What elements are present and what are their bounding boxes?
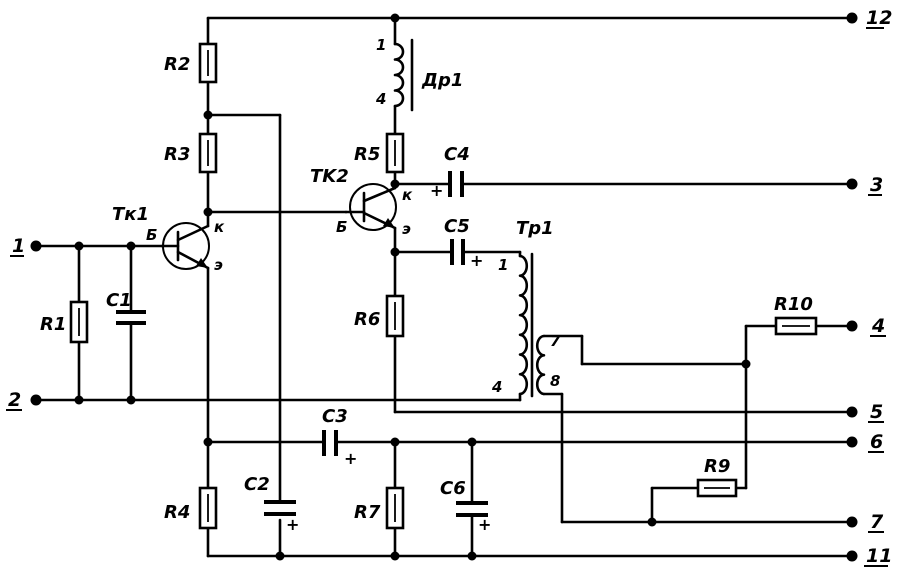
tr1-pin-1: 1 bbox=[498, 256, 508, 274]
label-r2: R2 bbox=[164, 54, 190, 75]
resistor-r3 bbox=[198, 132, 218, 174]
c3-plus: + bbox=[344, 449, 357, 468]
tk1-collector-pin: к bbox=[214, 218, 225, 236]
label-r4: R4 bbox=[164, 502, 190, 523]
transformer-tr1 bbox=[518, 252, 546, 398]
capacitor-c6 bbox=[456, 501, 488, 517]
tk2-base-pin: Б bbox=[336, 218, 347, 236]
terminal-12-label: 12 bbox=[866, 7, 892, 29]
resistor-r1 bbox=[69, 300, 89, 344]
resistor-r5 bbox=[385, 132, 405, 174]
capacitor-c1 bbox=[116, 310, 146, 325]
tk1-emitter-pin: э bbox=[214, 256, 223, 274]
terminal-6-label: 6 bbox=[870, 431, 883, 453]
c5-plus: + bbox=[470, 251, 483, 270]
c2-plus: + bbox=[286, 515, 299, 534]
dr1-pin-4: 4 bbox=[375, 90, 386, 108]
label-c6: C6 bbox=[440, 478, 466, 499]
label-dr1: Др1 bbox=[421, 70, 463, 91]
resistor-r2 bbox=[198, 42, 218, 84]
label-r6: R6 bbox=[354, 309, 380, 330]
tk2-emitter-pin: э bbox=[402, 220, 411, 238]
label-r3: R3 bbox=[164, 144, 190, 165]
terminal-5-label: 5 bbox=[870, 401, 883, 423]
label-tk1: Tк1 bbox=[112, 204, 149, 225]
tk2-collector-pin: к bbox=[402, 186, 413, 204]
polarity-marks: + + + + + bbox=[286, 181, 491, 534]
capacitor-c2 bbox=[264, 500, 296, 516]
choke-dr1 bbox=[393, 38, 414, 112]
resistor-r6 bbox=[385, 294, 405, 338]
capacitor-c4 bbox=[448, 171, 464, 197]
label-r10: R10 bbox=[774, 294, 813, 315]
junction-dots bbox=[74, 13, 751, 561]
terminal-1-label: 1 bbox=[12, 235, 25, 257]
tr1-pin-4: 4 bbox=[491, 378, 502, 396]
terminal-2-label: 2 bbox=[8, 389, 21, 411]
terminal-dots bbox=[30, 12, 858, 562]
label-c2: C2 bbox=[244, 474, 270, 495]
label-r7: R7 bbox=[354, 502, 381, 523]
dr1-pin-1: 1 bbox=[376, 36, 386, 54]
resistor-r7 bbox=[385, 486, 405, 530]
label-c3: C3 bbox=[322, 406, 348, 427]
label-r9: R9 bbox=[704, 456, 730, 477]
label-r5: R5 bbox=[354, 144, 380, 165]
label-c5: C5 bbox=[444, 216, 470, 237]
capacitor-c5 bbox=[450, 239, 465, 265]
pin-labels: Б к э Б к э 1 4 1 4 7 8 bbox=[146, 36, 561, 396]
tk1-base-pin: Б bbox=[146, 226, 157, 244]
tr1-pin-8: 8 bbox=[550, 372, 560, 390]
component-labels: R2 R3 R1 C1 R4 C2 C3 R7 C6 R5 C4 C5 R6 R… bbox=[40, 54, 813, 523]
label-c1: C1 bbox=[106, 290, 132, 311]
terminal-7-label: 7 bbox=[870, 511, 884, 533]
label-r1: R1 bbox=[40, 314, 66, 335]
label-c4: C4 bbox=[444, 144, 470, 165]
transistor-tk2 bbox=[344, 183, 397, 231]
capacitor-c3 bbox=[322, 430, 338, 456]
terminal-labels: 12 3 1 2 4 5 6 7 11 bbox=[6, 7, 892, 567]
resistor-r10 bbox=[774, 316, 818, 336]
c6-plus: + bbox=[478, 515, 491, 534]
transistor-tk1 bbox=[160, 222, 210, 270]
label-tk2: TK2 bbox=[310, 166, 349, 187]
tr1-pin-7: 7 bbox=[550, 332, 561, 350]
terminal-11-label: 11 bbox=[866, 545, 892, 567]
wires bbox=[34, 16, 854, 558]
resistor-r4 bbox=[198, 486, 218, 530]
c4-plus: + bbox=[430, 181, 443, 200]
terminal-4-label: 4 bbox=[871, 315, 885, 337]
label-tr1: Тр1 bbox=[516, 218, 554, 239]
terminal-3-label: 3 bbox=[870, 174, 883, 196]
resistor-r9 bbox=[696, 478, 738, 498]
